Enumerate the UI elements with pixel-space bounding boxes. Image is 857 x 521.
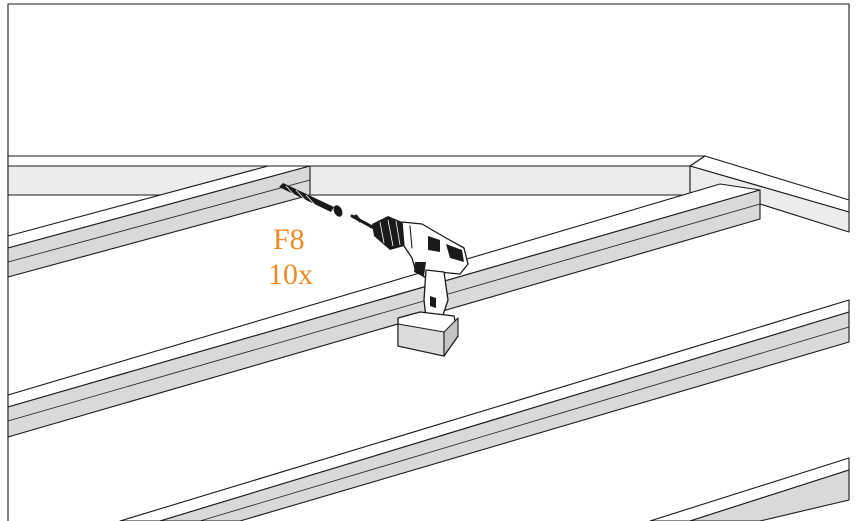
back-rim-beam bbox=[7, 155, 706, 196]
joist-2 bbox=[7, 183, 761, 438]
screw-icon bbox=[279, 183, 343, 217]
joist-3 bbox=[119, 299, 850, 521]
joist-1 bbox=[7, 165, 311, 278]
cordless-drill-icon bbox=[350, 214, 469, 357]
quantity-label: 10x bbox=[268, 258, 313, 291]
joist-4 bbox=[649, 457, 850, 521]
part-code-label: F8 bbox=[273, 223, 305, 256]
